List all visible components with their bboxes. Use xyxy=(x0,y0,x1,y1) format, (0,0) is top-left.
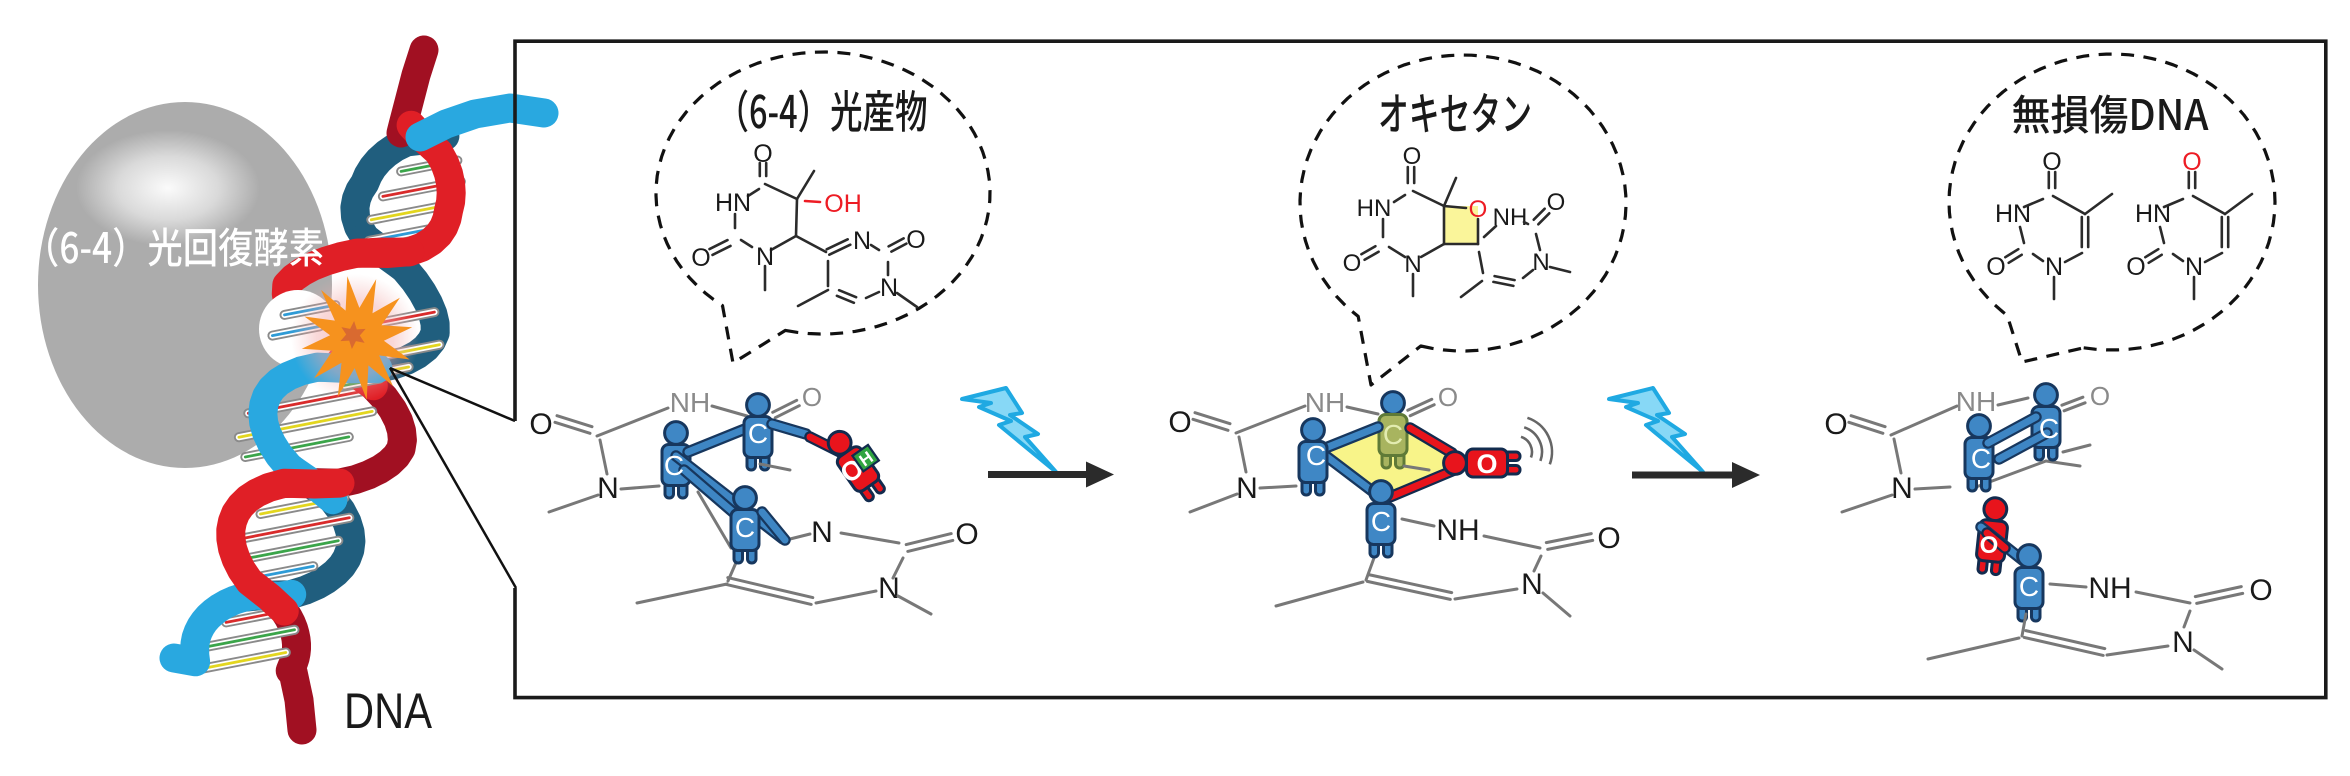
svg-text:N: N xyxy=(1521,568,1543,601)
svg-text:O: O xyxy=(2126,253,2145,281)
svg-text:O: O xyxy=(2042,148,2061,176)
svg-text:C: C xyxy=(748,418,768,449)
svg-text:O: O xyxy=(906,226,925,254)
svg-text:HN: HN xyxy=(715,189,751,217)
svg-text:OH: OH xyxy=(824,190,862,218)
svg-text:O: O xyxy=(1986,253,2005,281)
svg-text:N: N xyxy=(756,243,774,271)
svg-text:C: C xyxy=(1383,419,1403,450)
svg-text:N: N xyxy=(880,274,898,302)
svg-text:O: O xyxy=(1980,532,1999,559)
svg-text:C: C xyxy=(1306,440,1326,471)
svg-text:DNA: DNA xyxy=(344,683,433,739)
svg-text:O: O xyxy=(2182,148,2201,176)
svg-text:O: O xyxy=(1476,449,1497,479)
svg-text:O: O xyxy=(802,382,822,412)
svg-text:O: O xyxy=(1403,143,1422,170)
svg-text:O: O xyxy=(529,408,552,441)
svg-text:HN: HN xyxy=(2135,200,2171,228)
svg-text:NH: NH xyxy=(670,387,710,418)
svg-text:N: N xyxy=(1532,249,1549,276)
svg-text:O: O xyxy=(1547,189,1566,216)
svg-text:O: O xyxy=(691,244,710,272)
svg-text:HN: HN xyxy=(1357,195,1392,222)
svg-text:C: C xyxy=(735,512,755,543)
svg-text:O: O xyxy=(1343,250,1362,277)
svg-text:N: N xyxy=(878,572,900,605)
svg-text:C: C xyxy=(1971,443,1991,474)
svg-text:N: N xyxy=(811,516,833,549)
svg-text:C: C xyxy=(1371,506,1391,537)
svg-text:NH: NH xyxy=(1493,204,1528,231)
svg-text:O: O xyxy=(1597,522,1620,555)
svg-text:O: O xyxy=(2249,574,2272,607)
svg-text:C: C xyxy=(664,450,684,481)
svg-text:NH: NH xyxy=(1956,386,1996,417)
svg-text:HN: HN xyxy=(1995,200,2031,228)
svg-text:O: O xyxy=(1469,196,1488,223)
svg-text:O: O xyxy=(1438,382,1458,412)
svg-text:O: O xyxy=(1168,406,1191,439)
svg-text:NH: NH xyxy=(2088,572,2131,605)
svg-text:N: N xyxy=(1404,251,1421,278)
svg-text:N: N xyxy=(2185,253,2203,281)
svg-text:N: N xyxy=(597,472,619,505)
svg-text:C: C xyxy=(2039,413,2059,444)
svg-text:O: O xyxy=(955,518,978,551)
svg-text:C: C xyxy=(2019,571,2039,602)
svg-text:N: N xyxy=(1891,472,1913,505)
svg-text:N: N xyxy=(853,227,871,255)
svg-text:O: O xyxy=(2090,381,2110,411)
svg-text:NH: NH xyxy=(1305,387,1345,418)
svg-text:N: N xyxy=(2172,626,2194,659)
svg-text:N: N xyxy=(1236,472,1258,505)
svg-text:N: N xyxy=(2045,253,2063,281)
svg-text:O: O xyxy=(753,140,772,168)
svg-text:NH: NH xyxy=(1436,514,1479,547)
svg-text:O: O xyxy=(1824,408,1847,441)
